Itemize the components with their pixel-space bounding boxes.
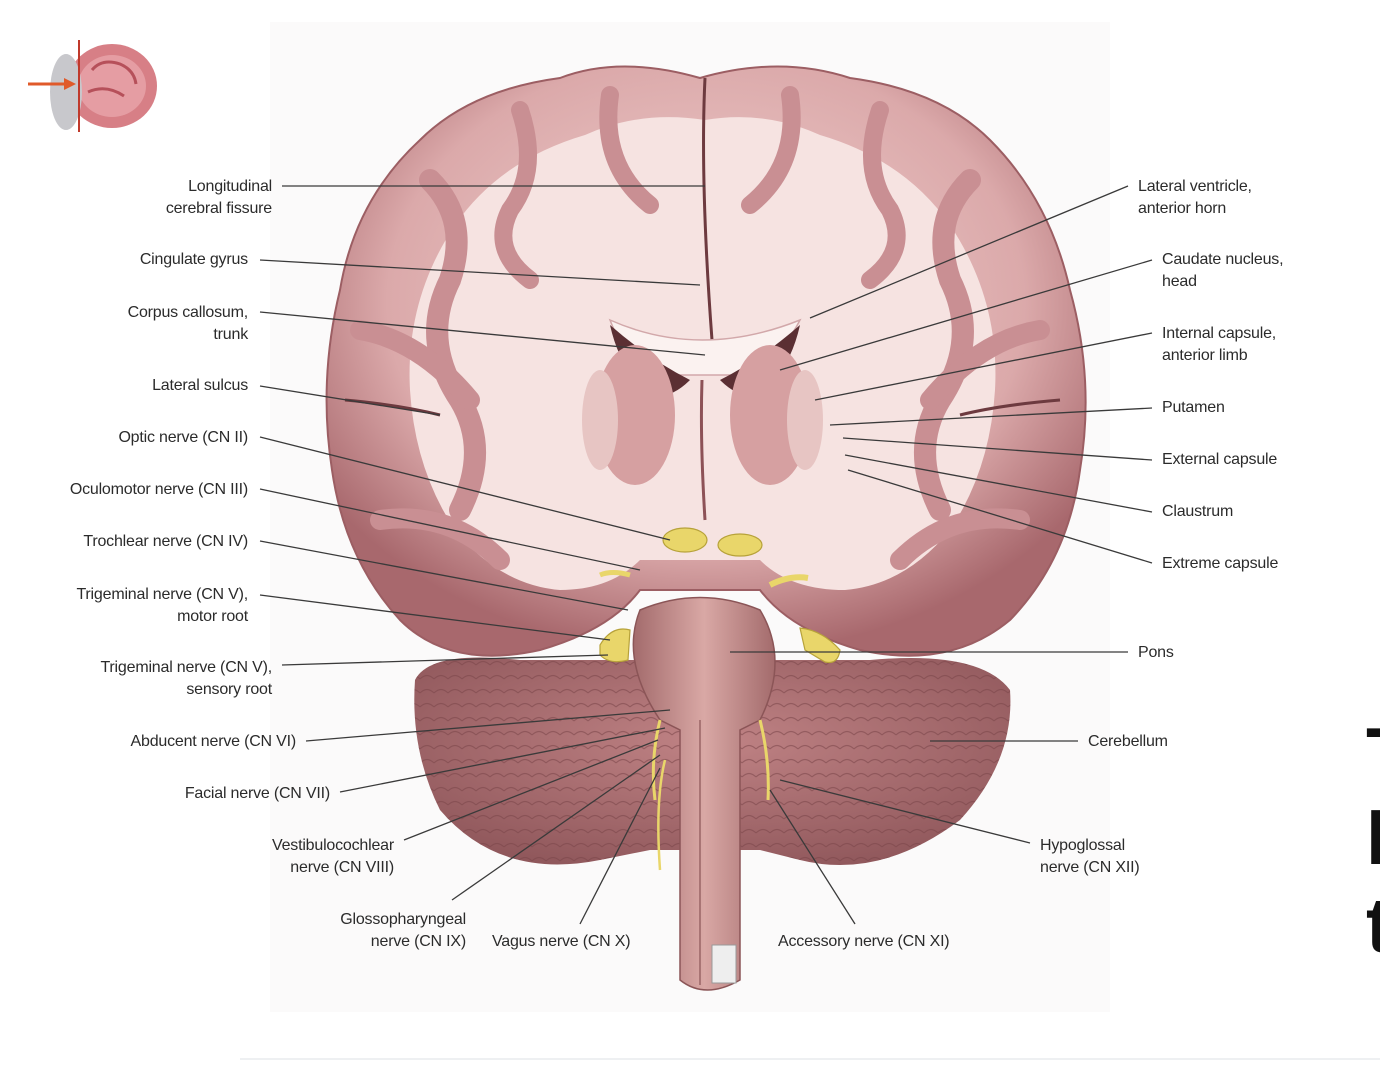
label-caudate-nucleus: Caudate nucleus,head — [1162, 251, 1284, 290]
bottom-divider — [240, 1058, 1380, 1060]
label-facial-nerve: Facial nerve (CN VII) — [184, 785, 330, 802]
label-vagus-nerve: Vagus nerve (CN X) — [492, 933, 631, 950]
label-internal-capsule: Internal capsule,anterior limb — [1162, 325, 1277, 364]
label-cerebellum: Cerebellum — [1088, 733, 1168, 750]
label-external-capsule: External capsule — [1162, 451, 1278, 468]
cut-off-text-line-3: t — [1366, 881, 1380, 969]
cut-off-text-line-1: T — [1366, 710, 1380, 800]
cut-off-text-line-2: B — [1366, 792, 1380, 882]
label-accessory-nerve: Accessory nerve (CN XI) — [778, 933, 950, 950]
label-cingulate-gyrus: Cingulate gyrus — [139, 251, 248, 268]
label-trigeminal-sensory: Trigeminal nerve (CN V),sensory root — [100, 659, 272, 698]
label-lateral-ventricle: Lateral ventricle,anterior horn — [1138, 178, 1252, 217]
label-pons: Pons — [1138, 644, 1174, 661]
label-abducent-nerve: Abducent nerve (CN VI) — [130, 733, 297, 750]
cerebrum-shape — [325, 65, 1087, 657]
label-trochlear-nerve: Trochlear nerve (CN IV) — [83, 533, 248, 550]
orientation-thumbnail-icon — [28, 40, 157, 132]
label-putamen: Putamen — [1162, 399, 1225, 416]
label-claustrum: Claustrum — [1162, 503, 1234, 520]
label-trigeminal-motor: Trigeminal nerve (CN V),motor root — [76, 586, 248, 625]
label-lateral-sulcus: Lateral sulcus — [152, 377, 248, 394]
cranial-nerves — [599, 527, 841, 871]
leader-lines — [259, 185, 1153, 925]
label-oculomotor-nerve: Oculomotor nerve (CN III) — [69, 481, 248, 498]
label-optic-nerve: Optic nerve (CN II) — [118, 429, 248, 446]
label-corpus-callosum: Corpus callosum,trunk — [127, 304, 249, 343]
label-extreme-capsule: Extreme capsule — [1162, 555, 1279, 572]
brainstem-shape — [632, 596, 776, 991]
